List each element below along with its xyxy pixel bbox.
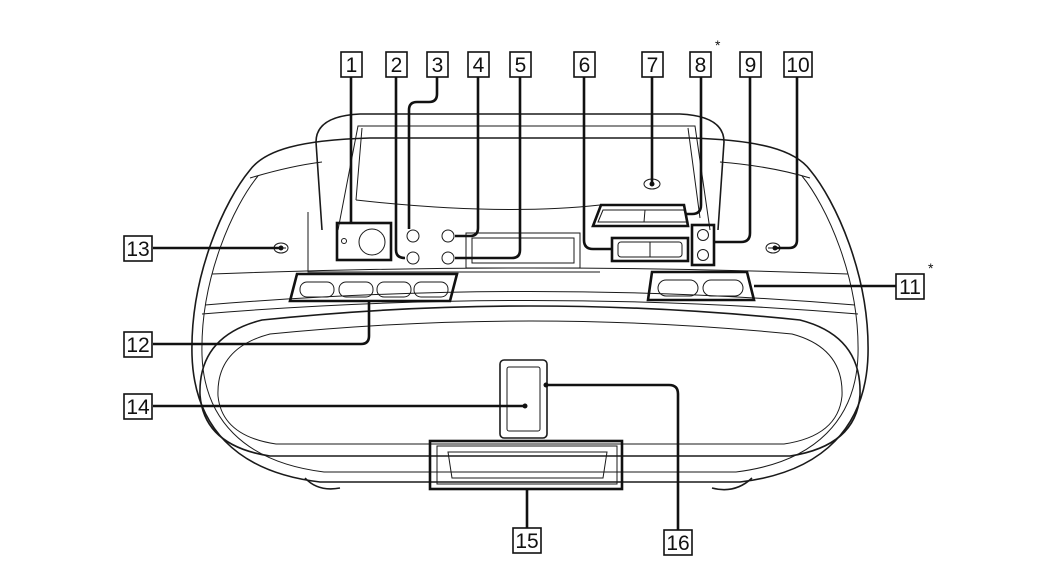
callout-3: 3 [426,51,449,78]
leader-8 [686,76,703,216]
callout-11: 11 * [895,260,934,300]
callout-16: 16 [663,529,693,556]
front-band-top [204,291,856,306]
preset-button-3 [376,281,412,298]
front-band-bottom [201,300,859,315]
power-button [358,228,386,256]
lid-curve [355,199,601,210]
callout-12: 12 [123,331,153,358]
callout-11-asterisk: * [928,260,934,276]
callout-15: 15 [512,527,542,554]
callout-2: 2 [385,51,408,78]
callout-1: 1 [340,51,363,78]
highlight-power [335,221,393,262]
highlight-presets [288,272,459,303]
highlight-right-buttons [646,270,756,302]
right-shoulder-line [719,161,811,179]
dock-connector-inner [506,366,541,432]
display-window [465,232,581,269]
preset-button-2 [338,281,374,298]
right-button-2 [702,279,744,297]
cd-lid-outline [337,125,711,231]
callout-6-text: 6 [579,54,591,77]
callout-9-text: 9 [745,54,757,77]
highlight-boxes [288,203,756,491]
button-4 [441,229,455,243]
leader-lines [153,76,896,530]
leader-10 [775,76,799,250]
body-outline-inner [201,175,859,473]
dot-13 [278,245,284,251]
speaker-grille-inner [217,320,843,445]
button-2 [406,251,420,265]
leader-16 [546,383,680,530]
callout-8: 8 * [689,37,721,78]
callout-labels: 1 2 3 4 5 6 7 8 * [123,37,934,556]
speaker-grille-outer [199,305,861,457]
highlight-volume [690,223,716,267]
left-foot [304,477,341,490]
callout-7: 7 [641,51,664,78]
callout-10: 10 [783,51,813,78]
leader-9 [714,76,752,244]
leader-2 [394,76,406,260]
callout-4: 4 [467,51,490,78]
callout-12-text: 12 [126,334,149,357]
callout-6: 6 [573,51,596,78]
preset-button-1 [299,281,335,298]
right-button-1 [657,279,699,297]
body-outline [191,137,869,483]
leader-dots [278,181,778,409]
highlight-cd-top [591,203,690,228]
dot-7 [649,181,655,187]
callout-2-text: 2 [391,54,403,77]
cd-control-top [597,209,689,223]
right-foot [711,477,753,491]
callout-7-text: 7 [647,54,659,77]
callout-14-text: 14 [126,396,150,419]
leader-4 [455,76,480,238]
boombox-illustration [191,113,869,491]
callout-3-text: 3 [432,54,444,77]
callout-9: 9 [739,51,762,78]
callout-10-text: 10 [786,54,809,77]
cd-lid-recess [355,127,701,219]
dock-connector-outer [499,359,548,439]
callout-8-text: 8 [695,54,707,77]
dock-tray-outer [436,445,618,485]
leader-3 [407,76,439,229]
preset-button-4 [413,281,449,298]
leader-5 [455,76,522,260]
power-indicator [341,238,347,244]
control-deck [307,212,600,273]
left-shoulder-line [249,161,323,179]
callout-16-text: 16 [666,532,689,555]
callout-14: 14 [123,393,153,420]
callout-13-text: 13 [126,238,149,261]
leader-6 [582,76,612,251]
volume-up-button [697,229,709,241]
callout-5: 5 [509,51,532,78]
volume-down-button [697,249,709,261]
callout-13: 13 [123,235,153,262]
dot-16 [543,382,549,388]
callout-15-text: 15 [515,530,538,553]
callout-4-text: 4 [473,54,485,77]
button-3 [406,229,420,243]
callout-1-text: 1 [346,54,358,77]
callout-11-text: 11 [899,276,921,299]
callout-5-text: 5 [515,54,527,77]
callout-8-asterisk: * [715,37,721,53]
leader-12 [153,301,371,346]
dot-14 [522,403,528,409]
button-5 [441,251,455,265]
dot-10 [772,245,778,251]
display-window-inner [471,237,575,264]
dock-tray-inner [447,451,608,479]
